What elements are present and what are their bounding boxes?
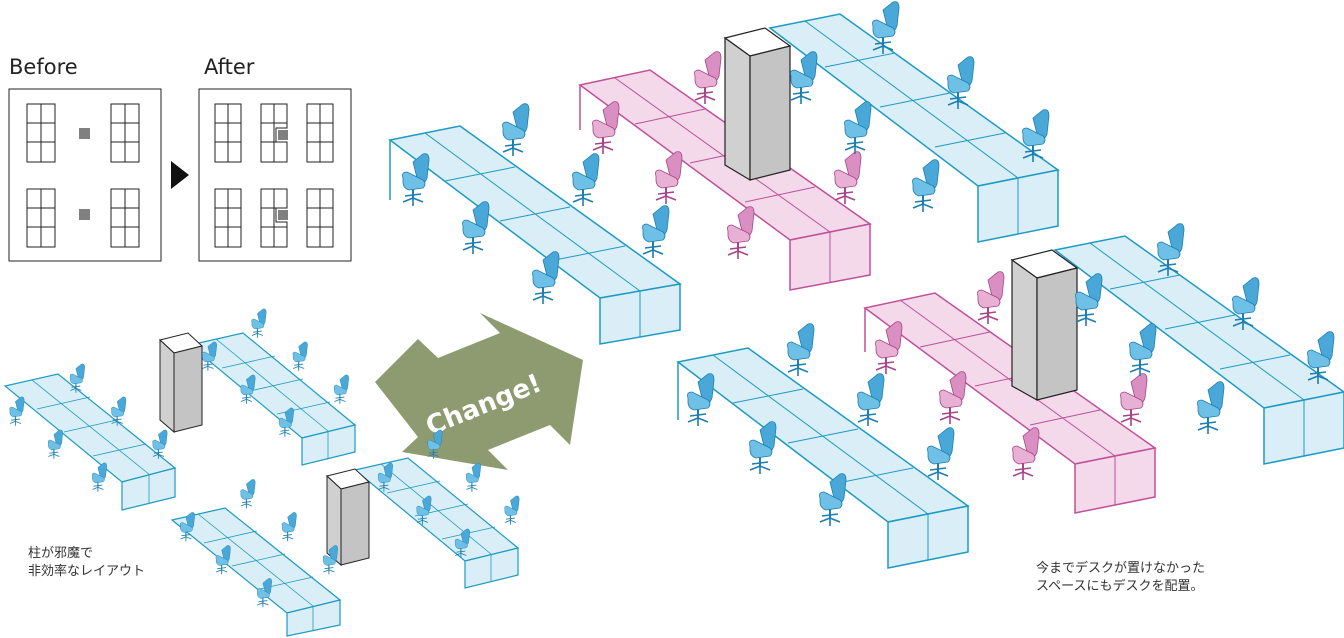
before-plan [8, 88, 162, 262]
left-caption: 柱が邪魔で 非効率なレイアウト [28, 545, 145, 581]
left-caption-line1: 柱が邪魔で [28, 546, 94, 561]
after-layout-top [388, 0, 1060, 345]
after-plan [198, 88, 352, 262]
right-caption: 今までデスクが置けなかった スペースにもデスクを配置。 [1036, 560, 1205, 596]
left-caption-line2: 非効率なレイアウト [28, 564, 146, 579]
after-label: After [204, 55, 255, 79]
after-layout-bottom [676, 222, 1344, 569]
before-after-arrow [171, 161, 189, 189]
change-arrow: Change! [375, 313, 583, 470]
before-layout-illustration [3, 308, 520, 637]
right-caption-line2: スペースにもデスクを配置。 [1036, 579, 1204, 594]
before-label: Before [9, 55, 78, 79]
right-caption-line1: 今までデスクが置けなかった [1036, 561, 1206, 576]
